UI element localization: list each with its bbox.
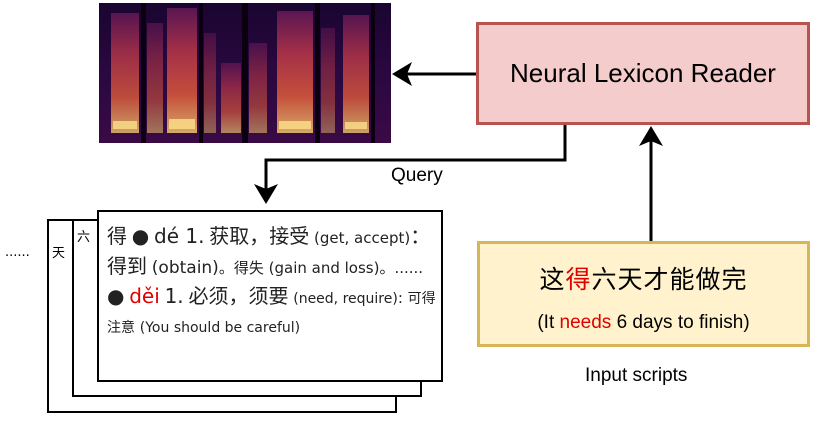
reader-label: Neural Lexicon Reader: [510, 58, 776, 88]
card-middle-char: 六: [77, 230, 91, 245]
spectro-bands: [111, 8, 369, 133]
neural-lexicon-reader-box: Neural Lexicon Reader: [476, 22, 810, 125]
arrowhead-left: [392, 62, 412, 86]
input-script-box: 这得六天才能做完 (It needs 6 days to finish): [477, 241, 810, 347]
arrowhead-up: [639, 126, 663, 146]
entry-highlight-pron: děi: [129, 284, 160, 308]
arrow-query-to-cards: [264, 125, 567, 192]
card-back-char: 天: [52, 246, 66, 261]
spectrogram-image: [99, 3, 391, 143]
input-highlight-word: needs: [559, 312, 612, 333]
input-english-translation: (It needs 6 days to finish): [537, 312, 750, 333]
stack-ellipsis: ......: [5, 245, 30, 260]
input-scripts-caption: Input scripts: [585, 365, 688, 386]
input-highlight-char: 得: [565, 265, 592, 294]
input-chinese-sentence: 这得六天才能做完: [539, 265, 748, 294]
lexicon-card-front: 得 ● dé 1. 获取，接受 (get, accept)：得到 (obtain…: [97, 210, 443, 382]
spectro-bright-lows: [113, 119, 367, 129]
lexicon-entry-text: 得 ● dé 1. 获取，接受 (get, accept)：得到 (obtain…: [107, 224, 436, 336]
query-label: Query: [391, 165, 443, 186]
arrowhead-down: [254, 184, 278, 204]
spectro-dark-gaps: [141, 3, 375, 143]
